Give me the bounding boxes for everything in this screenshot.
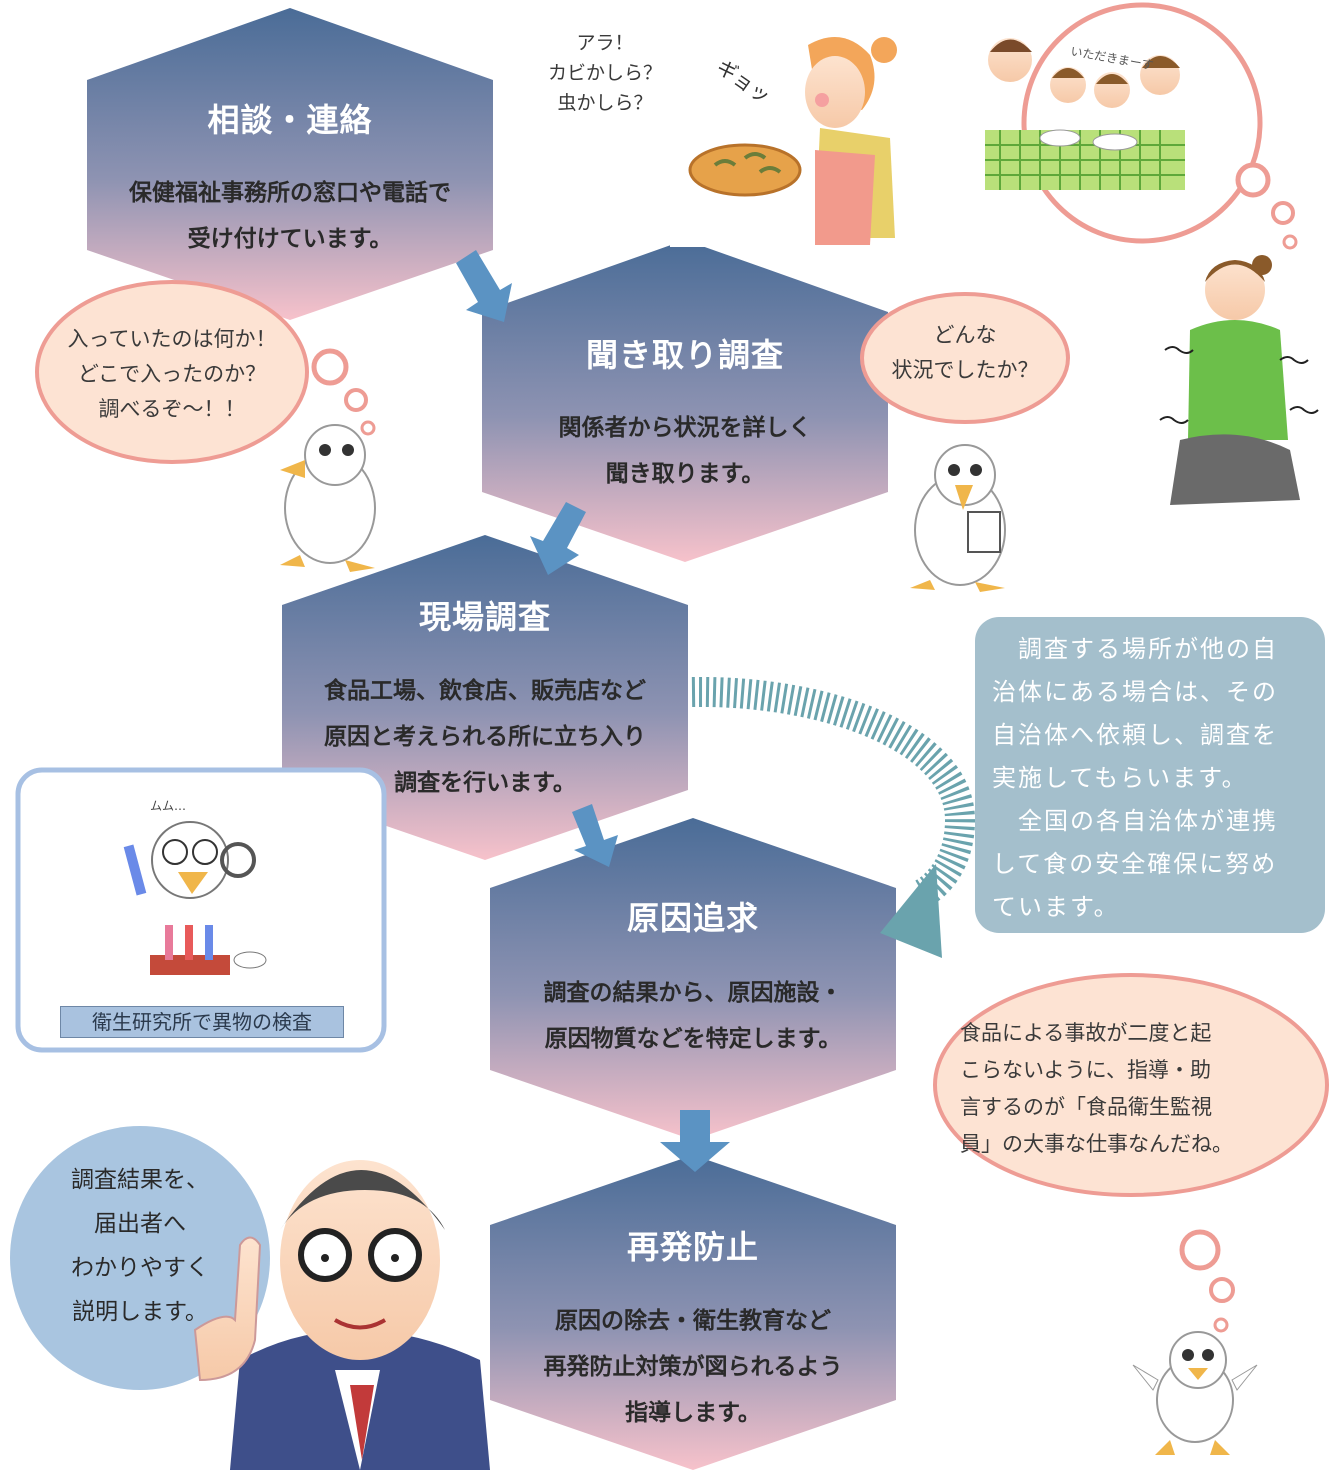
step-hexagon-4 <box>490 818 896 1140</box>
note-line: 調査する場所が他の自 <box>992 635 1278 663</box>
note-line: 自治体へ依頼し、調査を <box>992 721 1278 749</box>
thought-dot <box>360 420 376 436</box>
step-line: 調査の結果から、原因施設・ <box>543 980 843 1006</box>
arrow-icon <box>572 804 618 867</box>
step-hexagon-2 <box>482 240 888 562</box>
step-title-2: 聞き取り調査 <box>585 336 784 374</box>
step-line: 原因と考えられる所に立ち入り <box>324 724 646 750</box>
bubble-line: 食品による事故が二度と起 <box>960 1021 1212 1045</box>
note-text: 調査する場所が他の自 治体にある場合は、その 自治体へ依頼し、調査を 実施しても… <box>992 628 1322 929</box>
bubble-line: 説明します。 <box>72 1299 208 1325</box>
bubble-line: わかりやすく <box>71 1255 209 1281</box>
thought-dot <box>1271 201 1295 225</box>
woman-exclaim-text: アラ！ カビかしら？ 虫かしら？ <box>530 28 680 118</box>
step-hexagon-1 <box>87 8 493 320</box>
duck-waving-illustration <box>1132 1331 1258 1455</box>
note-line: ています。 <box>992 893 1120 921</box>
step-line: 原因の除去・衛生教育など <box>555 1308 831 1334</box>
note-line: 実施してもらいます。 <box>992 764 1248 792</box>
step-body-4: 調査の結果から、原因施設・ 原因物質などを特定します。 <box>493 970 893 1062</box>
step-line: 保健福祉事務所の窓口や電話で <box>129 180 451 206</box>
inspector-text: 食品による事故が二度と起 こらないように、指導・助 言するのが「食品衛生監視 員… <box>960 1015 1305 1163</box>
duck-notepad-illustration <box>910 444 1006 592</box>
bubble-line: 調べるぞ～！！ <box>98 397 246 421</box>
step-line: 原因物質などを特定します。 <box>544 1026 842 1052</box>
step-body-1: 保健福祉事務所の窓口や電話で 受け付けています。 <box>90 170 490 262</box>
note-box <box>975 617 1325 933</box>
step-hexagon-3 <box>282 535 688 860</box>
officer-text: 調査結果を、 届出者へ わかりやすく 説明します。 <box>30 1158 250 1334</box>
bubble-line: 言するのが「食品衛生監視 <box>960 1095 1212 1119</box>
step-hexagon-5 <box>490 1155 896 1470</box>
thought-dot <box>1209 1277 1235 1303</box>
arrow-icon <box>456 250 512 322</box>
step-body-5: 原因の除去・衛生教育など 再発防止対策が図られるよう 指導します。 <box>493 1298 893 1436</box>
lab-frame <box>15 767 387 1053</box>
arrow-head-icon <box>880 864 942 958</box>
speech-bubble <box>860 292 1070 424</box>
duck-illustration <box>280 424 376 572</box>
lab-sfx: ムム… <box>150 799 186 813</box>
thought-dot <box>1282 234 1298 250</box>
officer-illustration <box>193 1160 490 1470</box>
thought-dot <box>311 348 349 386</box>
thought-dot <box>1213 1317 1229 1333</box>
step-line: 関係者から状況を詳しく <box>558 415 812 441</box>
family-thought-circle <box>1021 2 1263 244</box>
bubble-line: 状況でしたか？ <box>891 358 1039 382</box>
thought-dot <box>1179 1229 1221 1271</box>
step-line: 食品工場、飲食店、販売店など <box>324 678 646 704</box>
bubble-line: 届出者へ <box>94 1211 186 1237</box>
thought-dot <box>344 388 368 412</box>
bubble-line: アラ！ <box>576 32 634 54</box>
bubble-line: どんな <box>933 323 997 347</box>
speech-bubble <box>933 973 1329 1197</box>
thought-dot <box>1235 162 1271 198</box>
step-line: 指導します。 <box>625 1400 761 1426</box>
step-title-5: 再発防止 <box>626 1228 759 1266</box>
speech-bubble <box>35 280 309 464</box>
bubble-line: 入っていたのは何か！ <box>67 327 277 351</box>
sick-woman-illustration <box>1159 255 1319 505</box>
lab-caption: 衛生研究所で異物の検査 <box>60 1006 344 1038</box>
family-dinner-illustration: いただきまーす <box>985 38 1185 190</box>
bubble-line: どこで入ったのか？ <box>77 362 267 386</box>
woman-illustration: ギョッ <box>670 22 900 247</box>
duck-ask-text: どんな 状況でしたか？ <box>870 318 1060 388</box>
bubble-line: 員」の大事な仕事なんだね。 <box>960 1132 1233 1156</box>
step-title-3: 現場調査 <box>418 598 551 636</box>
arrow-icon <box>530 502 586 575</box>
bubble-line: 虫かしら？ <box>557 92 653 114</box>
note-line: 治体にある場合は、その <box>992 678 1278 706</box>
step-body-3: 食品工場、飲食店、販売店など 原因と考えられる所に立ち入り 調査を行います。 <box>285 668 685 806</box>
duck-investigate-text: 入っていたのは何か！ どこで入ったのか？ 調べるぞ～！！ <box>40 322 304 427</box>
note-line: 全国の各自治体が連携 <box>992 807 1278 835</box>
step-body-2: 関係者から状況を詳しく 聞き取ります。 <box>485 405 885 497</box>
note-line: して食の安全確保に努め <box>992 850 1278 878</box>
step-line: 再発防止対策が図られるよう <box>543 1354 843 1380</box>
lab-duck-illustration: ムム… <box>123 799 267 975</box>
step-line: 調査を行います。 <box>394 770 576 796</box>
arrow-icon <box>660 1110 730 1172</box>
step-line: 聞き取ります。 <box>605 461 765 487</box>
bubble-line: 調査結果を、 <box>71 1167 209 1193</box>
step-title-1: 相談・連絡 <box>207 101 373 139</box>
step-line: 受け付けています。 <box>187 226 393 252</box>
bubble-line: こらないように、指導・助 <box>960 1058 1211 1082</box>
step-title-4: 原因追求 <box>626 899 759 937</box>
bubble-line: カビかしら？ <box>547 62 662 84</box>
